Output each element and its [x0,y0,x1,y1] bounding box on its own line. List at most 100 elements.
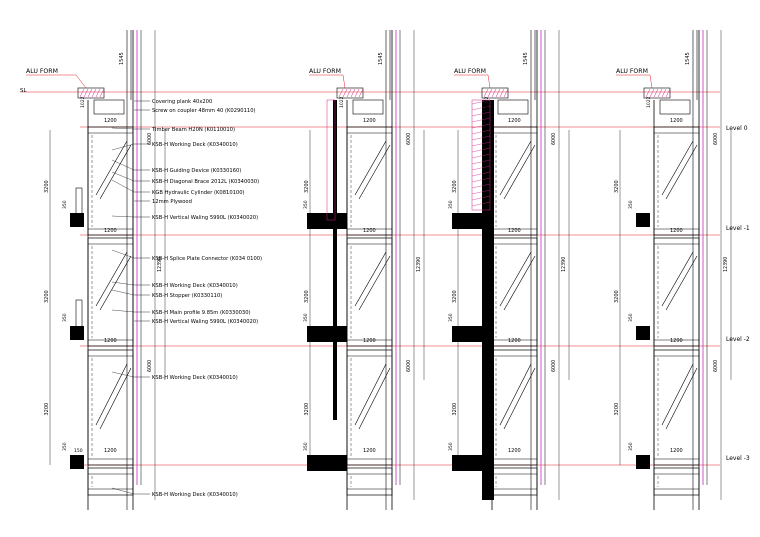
alu-panel-hatch [471,123,491,129]
dim-3200: 3200 [304,403,310,416]
dim-12390: 12390 [561,257,567,272]
alu-form-label: ALU FORM [309,68,341,75]
dim-1200: 1200 [670,118,683,124]
diagonal-brace [503,144,536,200]
dim-1200: 1200 [104,338,117,344]
alu-form-leader [649,74,653,89]
alu-hatch [338,88,344,98]
dim-350: 350 [628,313,634,322]
alu-panel-hatch [471,99,491,105]
alu-hatch [503,88,509,98]
dim-3200: 3200 [304,290,310,303]
dim-1200: 1200 [363,118,376,124]
callout-label: KSB-H Main profile 9.85m (K0330030) [152,310,251,316]
alu-hatch [83,88,89,98]
top-deck [497,99,529,115]
alu-hatch [491,88,497,98]
working-deck-frame [346,237,393,347]
diagonal-brace [503,255,536,311]
diagonal-brace [358,255,391,311]
alu-form-leader [75,74,87,89]
working-deck-frame [87,126,134,236]
dim-12390: 12390 [157,257,163,272]
callout-label: KSB-H Splice Plate Connector (K034 0100) [152,256,262,262]
dim-1022: 1022 [339,96,345,108]
alu-hatch [649,88,655,98]
alu-hatch [358,88,364,98]
dim-1022: 1022 [484,96,490,108]
dim-1200: 1200 [508,228,521,234]
callout-label: KSB-H Working Deck (K0340010) [152,375,238,381]
working-deck-frame [653,237,700,347]
diagonal-brace [354,251,387,307]
dim-1200: 1200 [363,228,376,234]
dim-350: 350 [303,200,309,209]
top-deck [659,99,691,115]
diagonal-brace [665,144,698,200]
diagonal-brace [354,140,387,196]
diagonal-brace [99,367,132,430]
dim-3200: 3200 [452,290,458,303]
alu-panel-hatch [471,183,491,189]
alu-form-box [481,87,509,99]
dim-1545: 1545 [378,52,384,65]
alu-panel-hatch [471,171,491,177]
dim-350: 350 [62,442,68,451]
dim-12390: 12390 [723,257,729,272]
callout-label: KSB-H Guiding Device (K0330160) [152,168,241,174]
alu-form-box [336,87,364,99]
callout-pointer [111,215,135,218]
callout-label: KSB-H Stopper (K0330110) [152,293,222,299]
dim-350: 350 [628,200,634,209]
alu-panel [471,99,491,211]
hydraulic-cylinder [75,187,83,217]
alu-hatch [79,88,85,98]
working-deck-frame [87,237,134,347]
working-deck-frame [346,467,393,496]
diagonal-brace [661,140,694,196]
diagonal-brace [499,251,532,307]
dim-3200: 3200 [44,290,50,303]
alu-panel-hatch [471,147,491,153]
dim-6000: 6000 [713,133,719,145]
alu-form-label: ALU FORM [454,68,486,75]
callout-pointer [111,289,135,296]
working-deck-frame [87,467,134,496]
callout-label: KSB-H Working Deck (K0340010) [152,492,238,498]
core-wall [333,100,337,420]
callout-label: KSB-H Working Deck (K0340010) [152,142,238,148]
floor-slab [307,326,347,342]
diagonal-brace [665,255,698,311]
dim-1200: 1200 [104,118,117,124]
diagonal-brace [499,363,532,426]
dim-1022: 1022 [646,96,652,108]
alu-panel-hatch [471,111,491,117]
alu-panel-hatch [471,165,491,171]
drawing-geometry [20,30,732,510]
dim-6000: 6000 [551,133,557,145]
callout-label: KSB-H Working Deck (K0340010) [152,283,238,289]
top-deck [93,99,125,115]
dim-1200: 1200 [670,338,683,344]
alu-hatch [645,88,651,98]
callout-label: 12mm Plywood [152,199,192,205]
alu-hatch [99,88,105,98]
dim-350: 350 [628,442,634,451]
dim-3200: 3200 [44,403,50,416]
dim-6000: 6000 [406,360,412,372]
callout-label: KGB Hydraulic Cylinder (K0810100) [152,190,245,196]
dim-3200: 3200 [44,180,50,193]
dim-1200: 1200 [508,338,521,344]
alu-panel-hatch [471,195,491,201]
dim-6000: 6000 [713,360,719,372]
dim-1545: 1545 [119,52,125,65]
dim-12390: 12390 [416,257,422,272]
working-deck-frame [653,126,700,236]
callout-pointer [111,159,135,171]
callout-pointer [111,127,135,130]
callout-label: Screw on coupler 48mm 40 (K0290110) [152,108,256,114]
dim-3200: 3200 [304,180,310,193]
diagonal-brace [661,363,694,426]
